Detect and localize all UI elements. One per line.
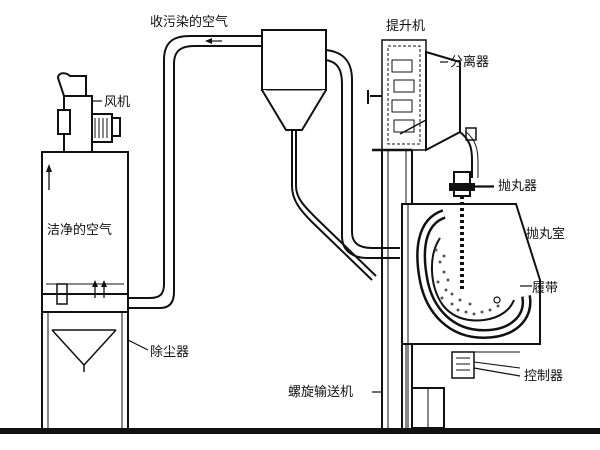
label-fan: 风机	[104, 95, 130, 110]
label-polluted-air: 收污染的空气	[150, 14, 228, 30]
track-belt	[416, 209, 532, 340]
separator	[372, 50, 479, 178]
label-shot-blaster: 抛丸器	[498, 179, 537, 194]
label-clean-air: 洁净的空气	[47, 222, 112, 238]
fan	[56, 72, 121, 153]
label-blast-chamber: 抛丸室	[526, 226, 565, 242]
controller	[451, 343, 521, 379]
label-track-belt: 履带	[532, 281, 558, 296]
controller-leader	[473, 367, 521, 377]
duct-arrow	[205, 38, 222, 44]
air-duct	[128, 35, 262, 309]
ground-line	[0, 428, 600, 434]
screw-conveyor	[372, 387, 445, 429]
label-controller: 控制器	[524, 369, 563, 384]
dust-collector	[41, 151, 129, 428]
cyclone	[261, 29, 400, 281]
label-screw-conveyor: 螺旋输送机	[288, 384, 353, 400]
label-separator: 分离器	[450, 54, 489, 70]
dust-collector-leader	[127, 339, 149, 351]
label-dust-collector: 除尘器	[150, 345, 189, 360]
label-elevator: 提升机	[386, 18, 425, 34]
